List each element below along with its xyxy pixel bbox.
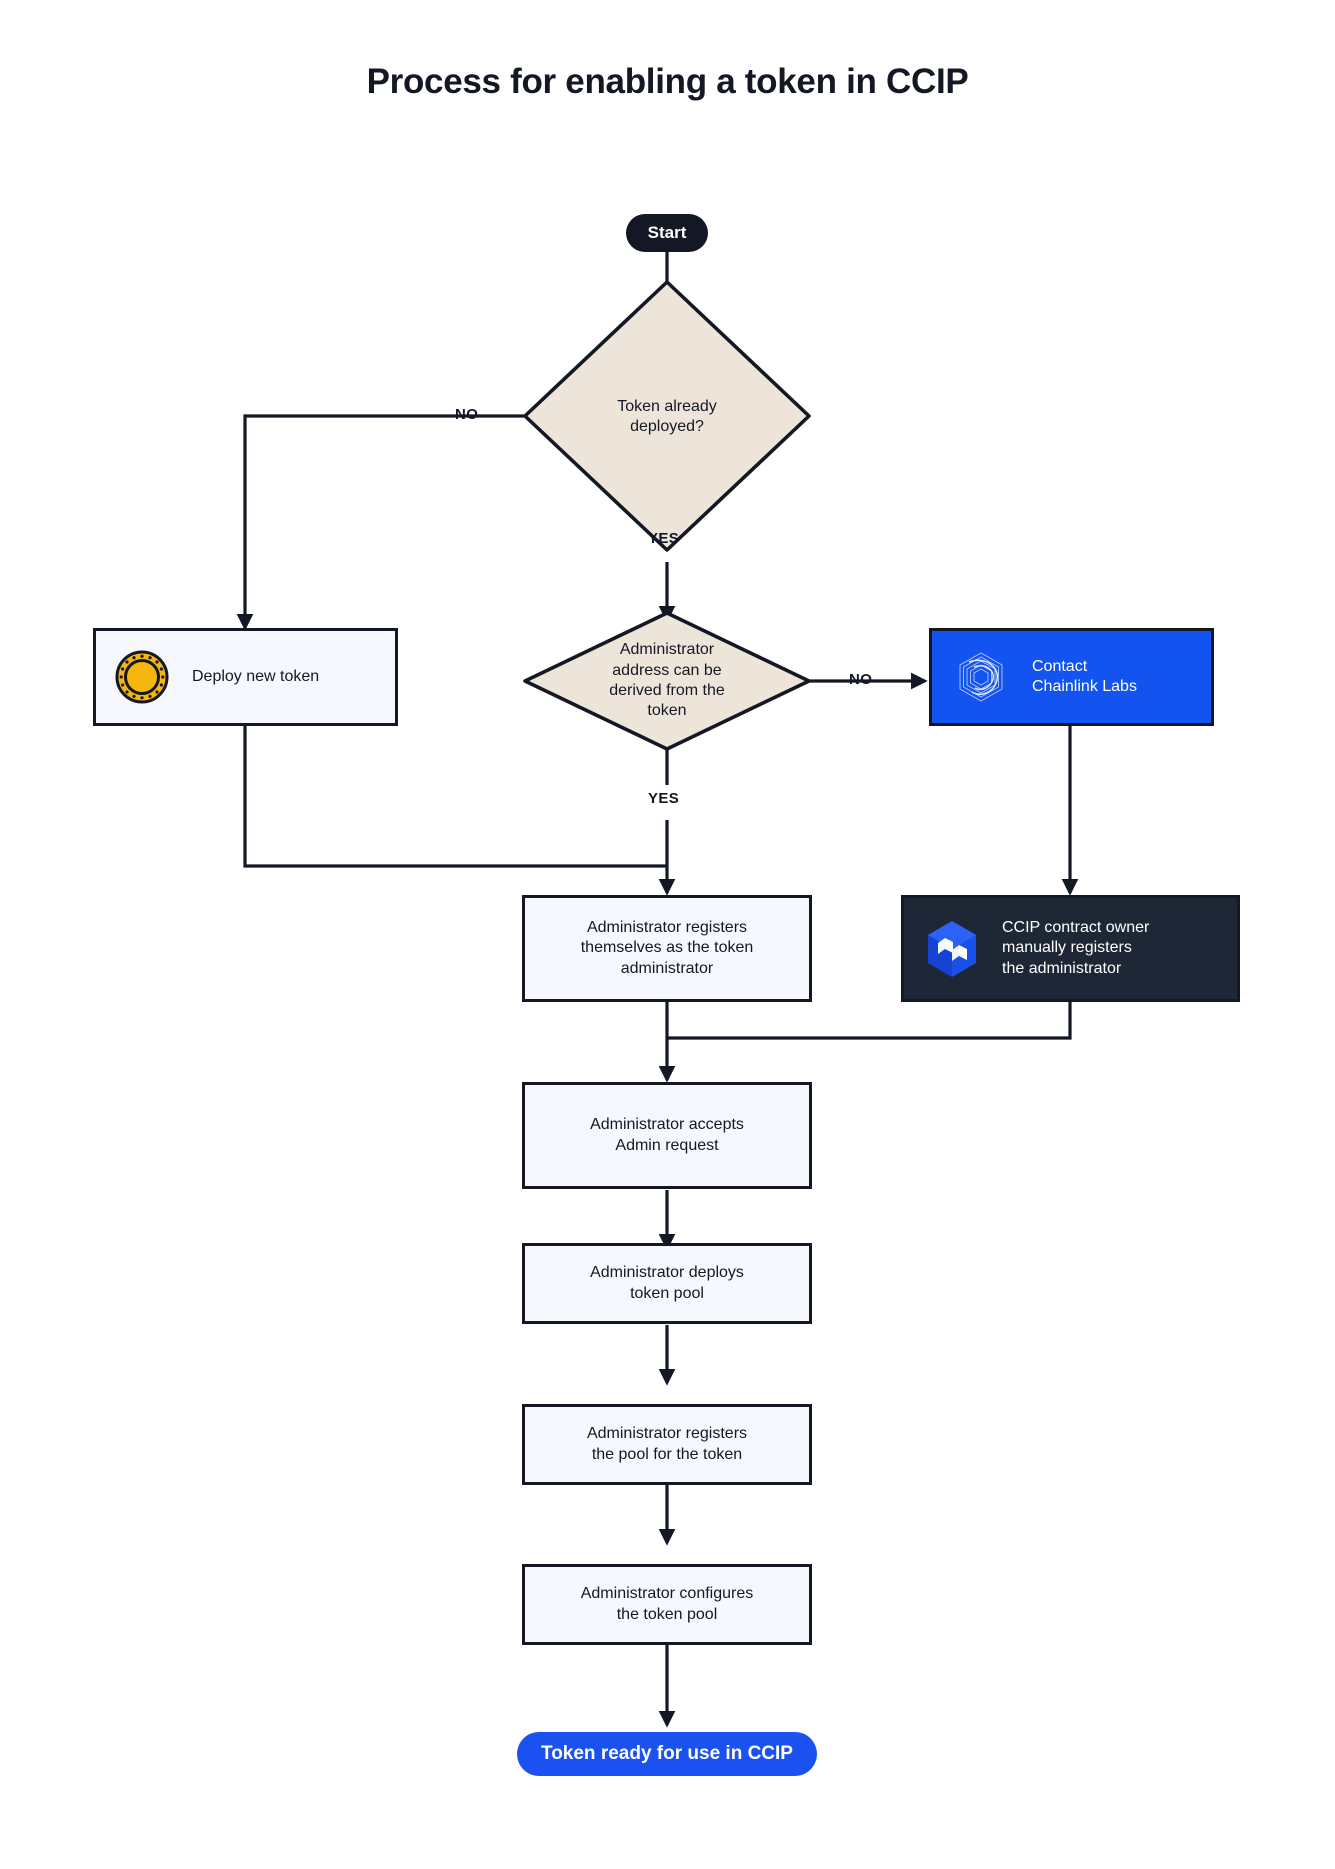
- node-register-pool[interactable]: Administrator registers the pool for the…: [522, 1404, 812, 1485]
- ccip-hexagon-icon: [920, 917, 984, 981]
- node-contact-chainlink-labs-label: Contact Chainlink Labs: [1032, 657, 1137, 695]
- node-deploy-new-token-label: Deploy new token: [192, 667, 320, 685]
- decision-admin-derived-shape: [523, 611, 811, 751]
- edge-deploy-to-spine: [243, 726, 667, 868]
- node-owner-register[interactable]: CCIP contract owner manually registers t…: [901, 895, 1240, 1002]
- node-start[interactable]: Start: [626, 214, 708, 252]
- chainlink-logo-icon: [950, 646, 1012, 708]
- node-owner-register-label: CCIP contract owner manually registers t…: [1002, 918, 1150, 977]
- node-configure-pool[interactable]: Administrator configures the token pool: [522, 1564, 812, 1645]
- edge-label-yes-deployed: YES: [648, 530, 680, 547]
- node-token-ready-label: Token ready for use in CCIP: [541, 1742, 793, 1764]
- node-deploy-token-pool[interactable]: Administrator deploys token pool: [522, 1243, 812, 1324]
- node-self-register-label: Administrator registers themselves as th…: [580, 918, 754, 977]
- node-start-label: Start: [647, 223, 687, 243]
- node-token-ready[interactable]: Token ready for use in CCIP: [517, 1732, 817, 1776]
- node-deploy-token-pool-label: Administrator deploys token pool: [590, 1264, 744, 1302]
- edge-label-no-derived: NO: [849, 671, 873, 688]
- decision-admin-derived-label: Administrator address can be derived fro…: [609, 641, 725, 720]
- gold-coin-icon: [114, 649, 170, 705]
- node-accept-admin-request[interactable]: Administrator accepts Admin request: [522, 1082, 812, 1189]
- node-contact-chainlink-labs[interactable]: Contact Chainlink Labs: [929, 628, 1214, 726]
- node-accept-admin-request-label: Administrator accepts Admin request: [590, 1116, 744, 1154]
- edge-decision1-no-to-deploy: [236, 414, 528, 631]
- page-title: Process for enabling a token in CCIP: [366, 62, 969, 101]
- edge-label-no-deployed: NO: [455, 406, 479, 423]
- node-register-pool-label: Administrator registers the pool for the…: [586, 1425, 748, 1463]
- decision-token-deployed-label: Token already deployed?: [617, 397, 717, 435]
- decision-token-deployed-shape: [523, 280, 811, 552]
- edge-ownerreg-to-accept: [667, 1002, 1072, 1040]
- node-deploy-new-token[interactable]: Deploy new token: [93, 628, 398, 726]
- edge-label-yes-derived: YES: [648, 790, 680, 807]
- node-self-register[interactable]: Administrator registers themselves as th…: [522, 895, 812, 1002]
- node-configure-pool-label: Administrator configures the token pool: [580, 1585, 754, 1623]
